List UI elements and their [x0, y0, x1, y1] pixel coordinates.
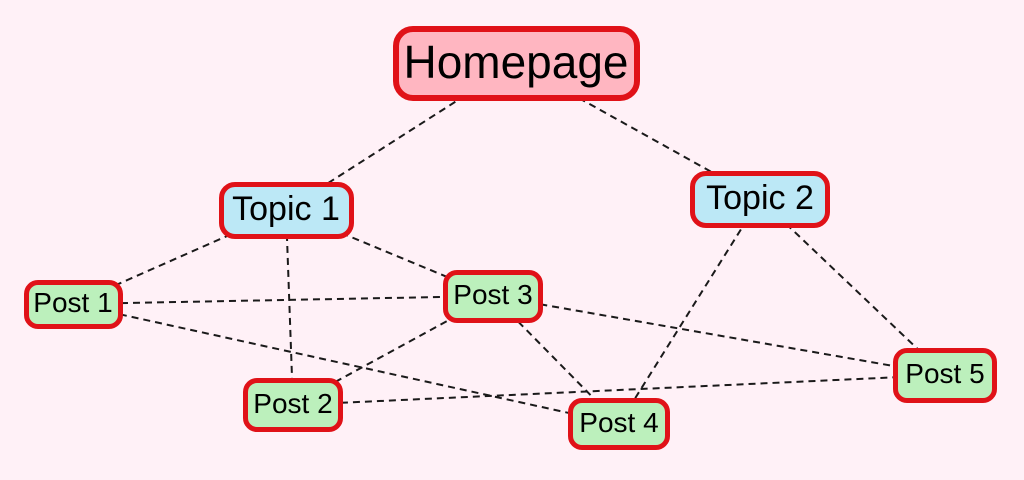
- edge-post1-post4: [72, 303, 620, 425]
- edge-homepage-topic1: [285, 62, 517, 211]
- edge-post3-post5: [492, 295, 946, 376]
- node-post3: Post 3: [443, 269, 543, 323]
- node-label: Post 4: [579, 407, 659, 438]
- node-label: Post 2: [253, 388, 333, 419]
- node-label: Post 3: [453, 279, 533, 310]
- node-post5: Post 5: [893, 347, 997, 403]
- node-post4: Post 4: [568, 398, 670, 450]
- edge-post1-post3: [72, 295, 494, 305]
- node-post2: Post 2: [243, 378, 343, 432]
- edge-topic2-post4: [618, 198, 761, 425]
- edge-topic2-post5: [759, 198, 946, 376]
- edge-topic1-post2: [285, 209, 294, 406]
- node-label: Topic 1: [232, 190, 340, 228]
- node-label: Post 1: [33, 287, 113, 318]
- node-label: Homepage: [403, 36, 629, 88]
- node-topic2: Topic 2: [690, 170, 830, 228]
- node-label: Topic 2: [706, 179, 814, 217]
- node-homepage: Homepage: [392, 25, 640, 101]
- edge-post2-post5: [292, 374, 946, 406]
- node-topic1: Topic 1: [218, 181, 354, 239]
- node-label: Post 5: [905, 358, 985, 389]
- node-post1: Post 1: [23, 279, 123, 329]
